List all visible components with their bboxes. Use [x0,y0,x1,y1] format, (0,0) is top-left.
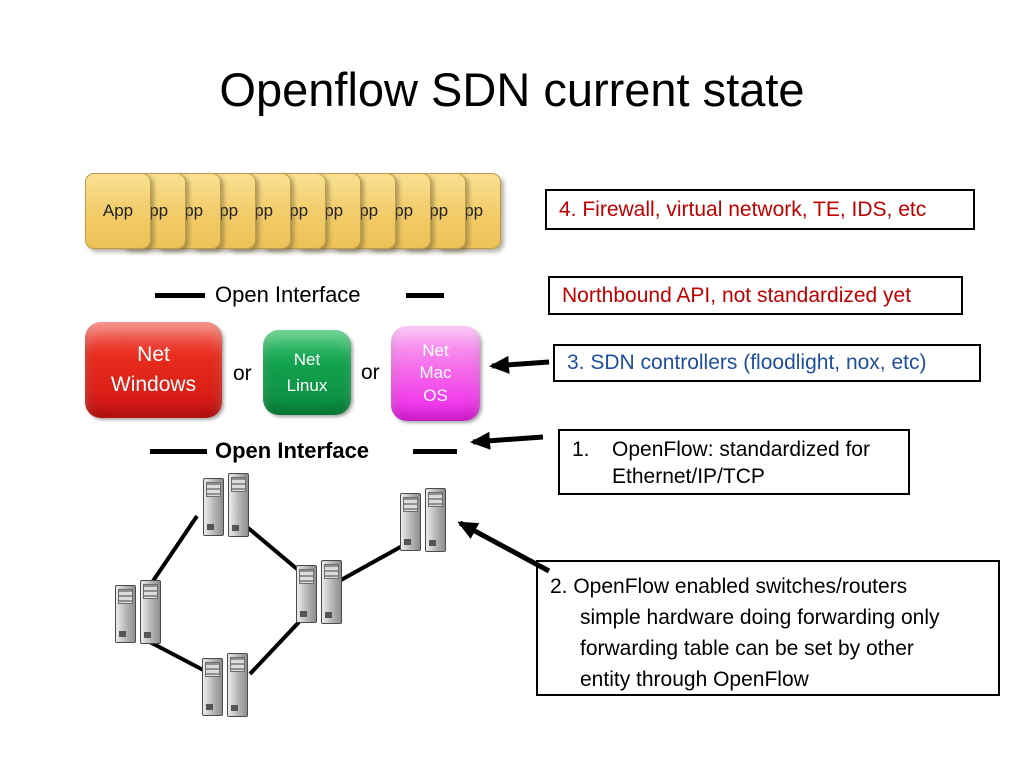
note-northbound: Northbound API, not standardized yet [548,276,963,315]
controller-linux-label-2: Linux [286,375,328,395]
server-tower-icon [115,585,136,643]
server-tower-icon [321,560,342,624]
server-tower-icon [140,580,161,644]
server-tower-icon [203,478,224,536]
controller-mac-label-2: Mac [419,363,452,383]
app-card: App [85,173,151,249]
note-northbound-text: Northbound API, not standardized yet [562,283,912,307]
network-link [340,543,405,582]
arrow-to-open-interface [470,431,544,450]
or-label: or [361,361,380,384]
note-openflow-line1: 1. OpenFlow: standardized for [572,438,896,462]
open-interface-north-label: Open Interface [215,282,361,307]
or-label: or [233,362,252,385]
divider [413,449,457,454]
server-tower-icon [425,488,446,552]
controller-mac: Net Mac OS [391,326,480,421]
note-switches-line3: forwarding table can be set by other [580,637,914,661]
app-stack: App App App App App App App App App App … [85,173,515,257]
switch-node [115,580,163,644]
app-card-label: App [102,201,134,220]
note-sdn-controllers-text: 3. SDN controllers (floodlight, nox, etc… [567,351,927,374]
controller-linux: Net Linux [263,330,351,415]
note-firewall: 4. Firewall, virtual network, TE, IDS, e… [545,189,975,230]
note-switches-line1: 2. OpenFlow enabled switches/routers [550,575,908,598]
page-title: Openflow SDN current state [219,63,805,116]
server-tower-icon [400,493,421,551]
open-interface-south-label: Open Interface [215,438,370,463]
controller-linux-label-1: Net [293,350,321,369]
note-openflow: 1. OpenFlow: standardized for Ethernet/I… [558,429,910,495]
switch-node [202,653,250,717]
divider [155,293,205,298]
server-tower-icon [296,565,317,623]
controller-windows: Net Windows [85,322,222,418]
network-link [145,638,208,674]
arrow-to-controllers [489,355,550,374]
note-switches: 2. OpenFlow enabled switches/routers sim… [536,560,1000,696]
server-tower-icon [228,473,249,537]
network-link [248,620,301,676]
server-tower-icon [202,658,223,716]
controller-mac-label-1: Net [422,341,449,361]
controller-mac-label-3: OS [423,385,448,405]
divider [150,449,207,454]
note-switches-line4: entity through OpenFlow [580,668,809,692]
network-link [149,514,199,586]
switch-node [203,473,251,537]
server-tower-icon [227,653,248,717]
switch-node [296,560,344,624]
note-openflow-line2: Ethernet/IP/TCP [612,465,765,488]
divider [406,293,444,298]
controller-windows-label-2: Windows [110,373,197,396]
note-openflow-number: 1. [572,438,590,461]
network-link [245,525,305,576]
note-firewall-text: 4. Firewall, virtual network, TE, IDS, e… [559,197,927,221]
note-openflow-text1: OpenFlow: standardized for [612,438,870,461]
note-switches-line2: simple hardware doing forwarding only [580,606,940,630]
switch-node [400,488,448,552]
controller-windows-label-1: Net [137,342,170,366]
note-sdn-controllers: 3. SDN controllers (floodlight, nox, etc… [553,344,981,382]
